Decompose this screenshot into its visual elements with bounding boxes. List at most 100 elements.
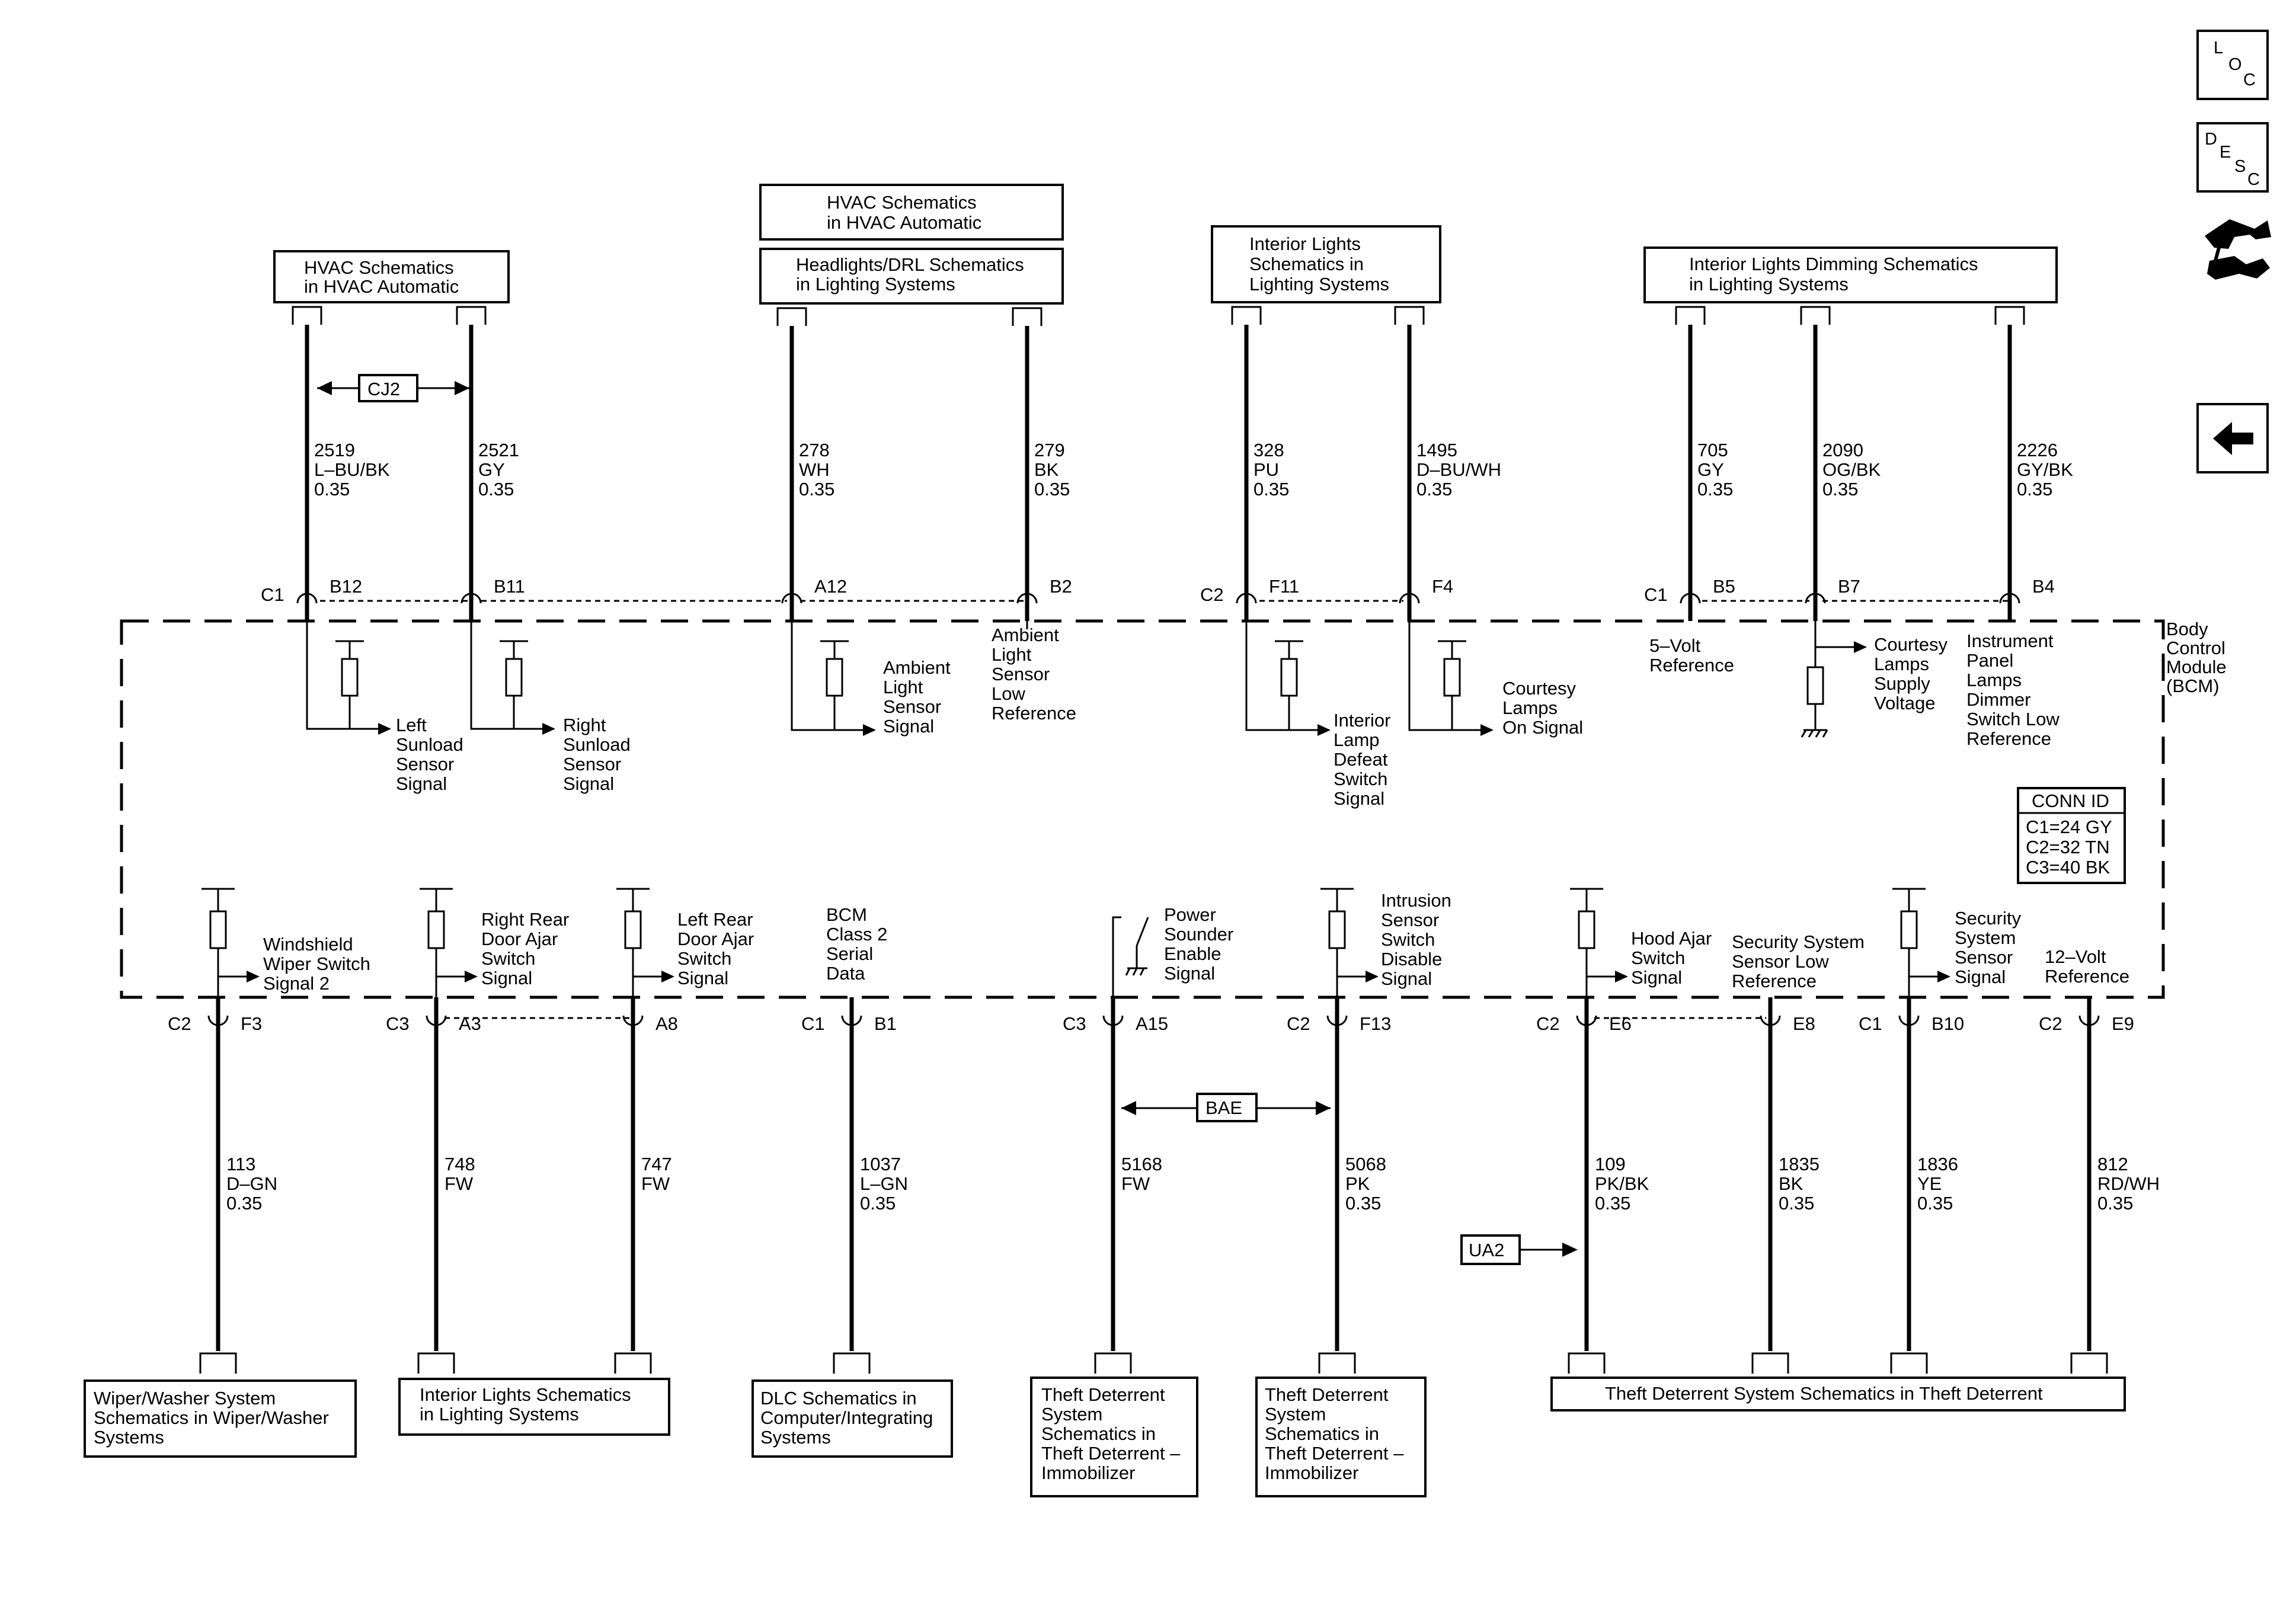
wire-gauge: 0.35 (860, 1193, 896, 1214)
connector-pin-icon (1016, 593, 1038, 604)
svg-text:Wiper/Washer System: Wiper/Washer System (94, 1388, 276, 1409)
bottom-box-theft-immobilizer-2[interactable]: Theft Deterrent System Schematics in The… (1255, 1377, 1427, 1497)
terminal-cap (776, 307, 807, 326)
connector-id: C3 (1063, 1013, 1086, 1034)
terminal-cap (1231, 306, 1262, 325)
bottom-box-wiper-washer[interactable]: Wiper/Washer System Schematics in Wiper/… (84, 1379, 357, 1458)
circuit-description: Reference (1732, 971, 1817, 991)
wire-color: GY (1697, 459, 1724, 480)
bottom-box-dlc[interactable]: DLC Schematics in Computer/Integrating S… (752, 1379, 953, 1458)
circuit-description: Security (1955, 908, 2021, 929)
circuit-description: Right (563, 715, 606, 735)
pullup-trace (1275, 640, 1303, 730)
svg-text:S: S (2234, 157, 2246, 176)
signal-arrow-icon (542, 723, 555, 735)
top-box-interior-lights[interactable]: Interior Lights Schematics in Lighting S… (1211, 225, 1441, 303)
bottom-box-interior-lights[interactable]: Interior Lights Schematics in Lighting S… (398, 1378, 670, 1436)
terminal-cap (1568, 1352, 1606, 1374)
wire-color: RD/WH (2097, 1173, 2160, 1194)
back-button[interactable] (2196, 403, 2269, 473)
svg-text:Theft Deterrent –: Theft Deterrent – (1265, 1443, 1404, 1464)
svg-text:in Lighting Systems: in Lighting Systems (420, 1404, 579, 1425)
circuit-description: Low (992, 683, 1025, 704)
svg-text:Theft Deterrent: Theft Deterrent (1265, 1384, 1389, 1405)
wire-color: YE (1917, 1173, 1942, 1194)
svg-text:CJ2: CJ2 (367, 379, 400, 399)
svg-text:Theft Deterrent System Schemat: Theft Deterrent System Schematics in The… (1605, 1383, 2043, 1404)
wire-gauge: 0.35 (1416, 479, 1452, 500)
wire-gauge: 0.35 (226, 1193, 262, 1214)
circuit-description: Sensor (992, 664, 1050, 684)
circuit-description: Windshield (263, 934, 353, 955)
bottom-box-theft-deterrent[interactable]: Theft Deterrent System Schematics in The… (1550, 1377, 2126, 1411)
wire-color: PK/BK (1595, 1173, 1649, 1194)
circuit-number: 1836 (1917, 1154, 1958, 1174)
top-box-interior-lights-dimming[interactable]: Interior Lights Dimming Schematics in Li… (1643, 247, 2058, 303)
connector-id: C2 (168, 1013, 191, 1034)
connector-pin-icon (1326, 1015, 1348, 1026)
hand-pointer-icon[interactable] (2205, 219, 2271, 280)
signal-arrow-icon (1615, 971, 1628, 982)
pin-id: B1 (874, 1013, 897, 1034)
svg-text:Module: Module (2166, 657, 2227, 677)
circuit-description: Panel (1966, 650, 2013, 671)
desc-button[interactable]: D E S C (2196, 122, 2269, 193)
tag-ua2: UA2 (1460, 1234, 1578, 1265)
circuit-number: 279 (1034, 440, 1065, 460)
wire-gauge: 0.35 (1697, 479, 1733, 500)
circuit-description: Serial (826, 943, 873, 964)
circuit-description: Signal (563, 773, 614, 794)
circuit-description: Signal (396, 773, 447, 794)
svg-text:System: System (1265, 1404, 1326, 1425)
svg-text:Immobilizer: Immobilizer (1041, 1462, 1135, 1483)
svg-text:Systems: Systems (760, 1427, 831, 1448)
bottom-box-theft-immobilizer-1[interactable]: Theft Deterrent System Schematics in The… (1030, 1377, 1198, 1497)
wire-color: PK (1345, 1173, 1370, 1194)
connector-id: C2 (1287, 1013, 1310, 1034)
pullup-trace (1320, 888, 1367, 997)
circuit-number: 2519 (314, 440, 355, 460)
pullup-trace (500, 640, 528, 729)
pin-id: B7 (1838, 576, 1860, 597)
pin-id: B4 (2032, 576, 2055, 597)
svg-text:Interior Lights: Interior Lights (1249, 233, 1361, 254)
wire-gauge: 0.35 (1345, 1193, 1381, 1214)
connector-pin-icon (1805, 593, 1826, 604)
svg-text:Systems: Systems (94, 1427, 164, 1448)
conn-id-table: CONN ID C1=24 GY C2=32 TN C3=40 BK (2017, 787, 2126, 884)
loc-button[interactable]: L O C (2196, 30, 2269, 100)
circuit-description: Sounder (1164, 924, 1233, 945)
svg-text:Interior Lights Schematics: Interior Lights Schematics (420, 1384, 631, 1405)
signal-trace (1245, 621, 1319, 731)
circuit-description: Right Rear (481, 909, 569, 930)
top-box-hvac-left[interactable]: HVAC Schematics in HVAC Automatic (273, 250, 510, 303)
wire-color: PU (1253, 459, 1279, 480)
svg-text:UA2: UA2 (1469, 1240, 1504, 1260)
wire-color: WH (799, 459, 830, 480)
top-box-hvac-center[interactable]: HVAC Schematics in HVAC Automatic (759, 184, 1064, 241)
svg-text:C1=24 GY: C1=24 GY (2026, 817, 2112, 837)
svg-text:L: L (2214, 39, 2223, 57)
top-box-headlights-drl[interactable]: Headlights/DRL Schematics in Lighting Sy… (759, 248, 1064, 305)
circuit-description: Ambient (992, 625, 1059, 645)
pin-id: B12 (330, 576, 362, 597)
pin-id: F3 (241, 1013, 262, 1034)
connector-id: C2 (1200, 584, 1224, 605)
pin-id: E8 (1793, 1013, 1815, 1034)
circuit-number: 113 (226, 1154, 255, 1174)
circuit-description: Signal (1955, 966, 2006, 987)
signal-trace (470, 621, 543, 730)
circuit-description: Intrusion (1381, 890, 1451, 911)
